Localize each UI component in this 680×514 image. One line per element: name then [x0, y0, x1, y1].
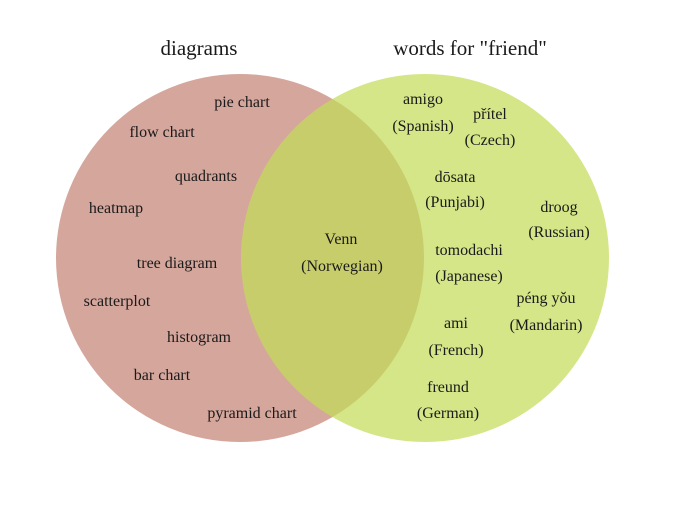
- left-item-pyramid-chart: pyramid chart: [207, 405, 297, 422]
- left-item-quadrants: quadrants: [175, 168, 237, 185]
- intersection-item-language: (Norwegian): [301, 258, 383, 275]
- right-item-language-japanese: (Japanese): [435, 268, 503, 285]
- right-set-title: words for "friend": [393, 36, 547, 60]
- left-item-heatmap: heatmap: [89, 200, 143, 217]
- right-item-word-punjabi: dōsata: [435, 169, 476, 186]
- left-item-histogram: histogram: [167, 329, 232, 346]
- right-item-word-german: freund: [427, 379, 469, 396]
- right-item-word-mandarin: péng yǒu: [516, 290, 575, 307]
- right-item-word-french: ami: [444, 315, 469, 332]
- right-set-circle: [241, 74, 609, 442]
- left-item-tree-diagram: tree diagram: [137, 255, 218, 272]
- right-item-word-czech: přítel: [473, 106, 507, 123]
- right-item-language-german: (German): [417, 405, 479, 422]
- right-item-language-punjabi: (Punjabi): [425, 194, 485, 211]
- right-item-language-czech: (Czech): [465, 132, 516, 149]
- left-item-scatterplot: scatterplot: [84, 293, 151, 310]
- right-item-word-japanese: tomodachi: [435, 242, 503, 259]
- right-item-language-mandarin: (Mandarin): [510, 317, 583, 334]
- left-item-pie-chart: pie chart: [214, 94, 270, 111]
- right-item-language-french: (French): [428, 342, 483, 359]
- left-set-title: diagrams: [161, 36, 238, 60]
- right-item-word-spanish: amigo: [403, 91, 443, 108]
- right-item-language-spanish: (Spanish): [392, 118, 453, 135]
- left-item-flow-chart: flow chart: [129, 124, 195, 141]
- left-item-bar-chart: bar chart: [134, 367, 191, 384]
- right-item-language-russian: (Russian): [528, 224, 589, 241]
- right-item-word-russian: droog: [540, 199, 577, 216]
- intersection-item-word: Venn: [325, 231, 358, 248]
